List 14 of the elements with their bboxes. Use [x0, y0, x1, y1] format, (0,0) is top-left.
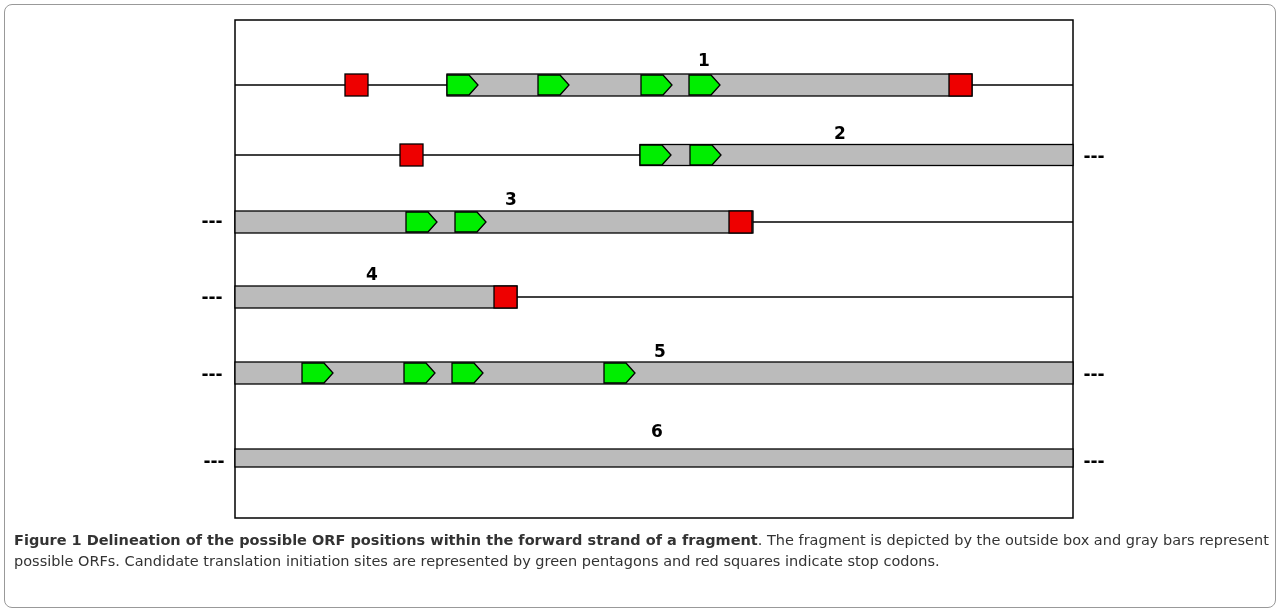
orf-number: 4: [366, 265, 378, 283]
figure-caption: Figure 1 Delineation of the possible ORF positions within the forward strand of a fragment. The fragment is depicted by the outside box and gray bars represent possible ORFs. Candidate translation initiation sites are represented by green pentagons and red squares indicate stop codons.: [14, 531, 1270, 571]
continuation-dashes: ---: [201, 288, 223, 306]
orf-number: 6: [651, 422, 663, 440]
orf-number: 3: [505, 190, 517, 208]
continuation-dashes: ---: [201, 212, 223, 230]
orf-number: 1: [698, 51, 710, 69]
continuation-dashes: ---: [1083, 147, 1105, 165]
continuation-dashes: ---: [1083, 365, 1105, 383]
continuation-dashes: ---: [201, 365, 223, 383]
continuation-dashes: ---: [1083, 452, 1105, 470]
continuation-dashes: ---: [203, 452, 225, 470]
orf-number: 5: [654, 342, 666, 360]
orf-number: 2: [834, 124, 846, 142]
